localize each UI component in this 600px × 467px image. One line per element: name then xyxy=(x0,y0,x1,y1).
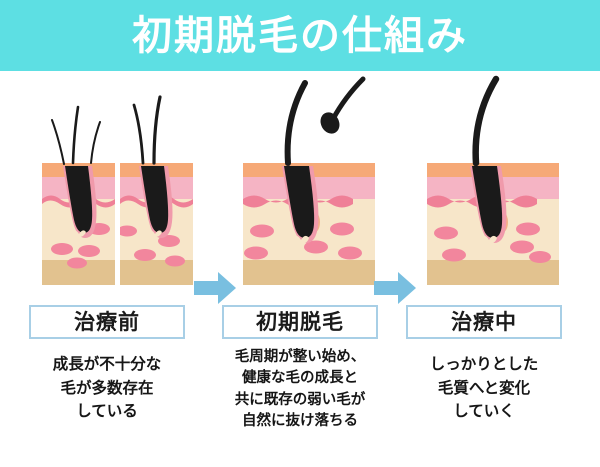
panel-during-treatment: 治療中 しっかりとした 毛質へと変化 していく xyxy=(394,71,574,467)
arrow-right-icon xyxy=(192,267,238,309)
description-before-treatment: 成長が不十分な 毛が多数存在 している xyxy=(17,353,197,424)
description-line: 毛周期が整い始め、 xyxy=(234,349,366,365)
panels-row: 治療前 成長が不十分な 毛が多数存在 している xyxy=(0,71,600,467)
caption-label: 治療中 xyxy=(451,309,517,334)
description-line: 成長が不十分な xyxy=(52,355,162,373)
description-line: している xyxy=(76,402,138,421)
description-line: しっかりとした xyxy=(429,355,539,373)
caption-box-during-treatment: 治療中 xyxy=(406,305,562,339)
description-line: 毛が多数存在 xyxy=(60,378,154,397)
description-line: 健康な毛の成長と xyxy=(242,370,358,387)
description-line: 毛質へと変化 xyxy=(437,378,531,397)
arrow-right-icon xyxy=(372,267,418,309)
description-during-treatment: しっかりとした 毛質へと変化 していく xyxy=(394,353,574,424)
header-banner: 初期脱毛の仕組み xyxy=(0,0,600,71)
skin-diagram-initial-shedding xyxy=(210,71,390,291)
panel-before-treatment: 治療前 成長が不十分な 毛が多数存在 している xyxy=(17,71,197,467)
description-line: していく xyxy=(453,402,515,421)
skin-block xyxy=(243,80,375,285)
shed-hair xyxy=(320,76,366,134)
panel-initial-shedding: 初期脱毛 毛周期が整い始め、 健康な毛の成長と 共に既存の弱い毛が 自然に抜け落… xyxy=(210,71,390,467)
skin-block xyxy=(42,105,115,285)
page-title: 初期脱毛の仕組み xyxy=(132,12,468,59)
description-line: 共に既存の弱い毛が xyxy=(234,391,366,408)
caption-label: 治療前 xyxy=(74,309,140,334)
caption-box-initial-shedding: 初期脱毛 xyxy=(222,305,378,339)
skin-block xyxy=(427,75,559,285)
description-line: 自然に抜け落ちる xyxy=(242,413,358,430)
caption-label: 初期脱毛 xyxy=(256,309,344,334)
skin-block xyxy=(120,95,193,285)
skin-diagram-during-treatment xyxy=(394,71,574,291)
caption-box-before-treatment: 治療前 xyxy=(29,305,185,339)
skin-diagram-before-treatment xyxy=(17,71,197,291)
description-initial-shedding: 毛周期が整い始め、 健康な毛の成長と 共に既存の弱い毛が 自然に抜け落ちる xyxy=(210,347,390,433)
